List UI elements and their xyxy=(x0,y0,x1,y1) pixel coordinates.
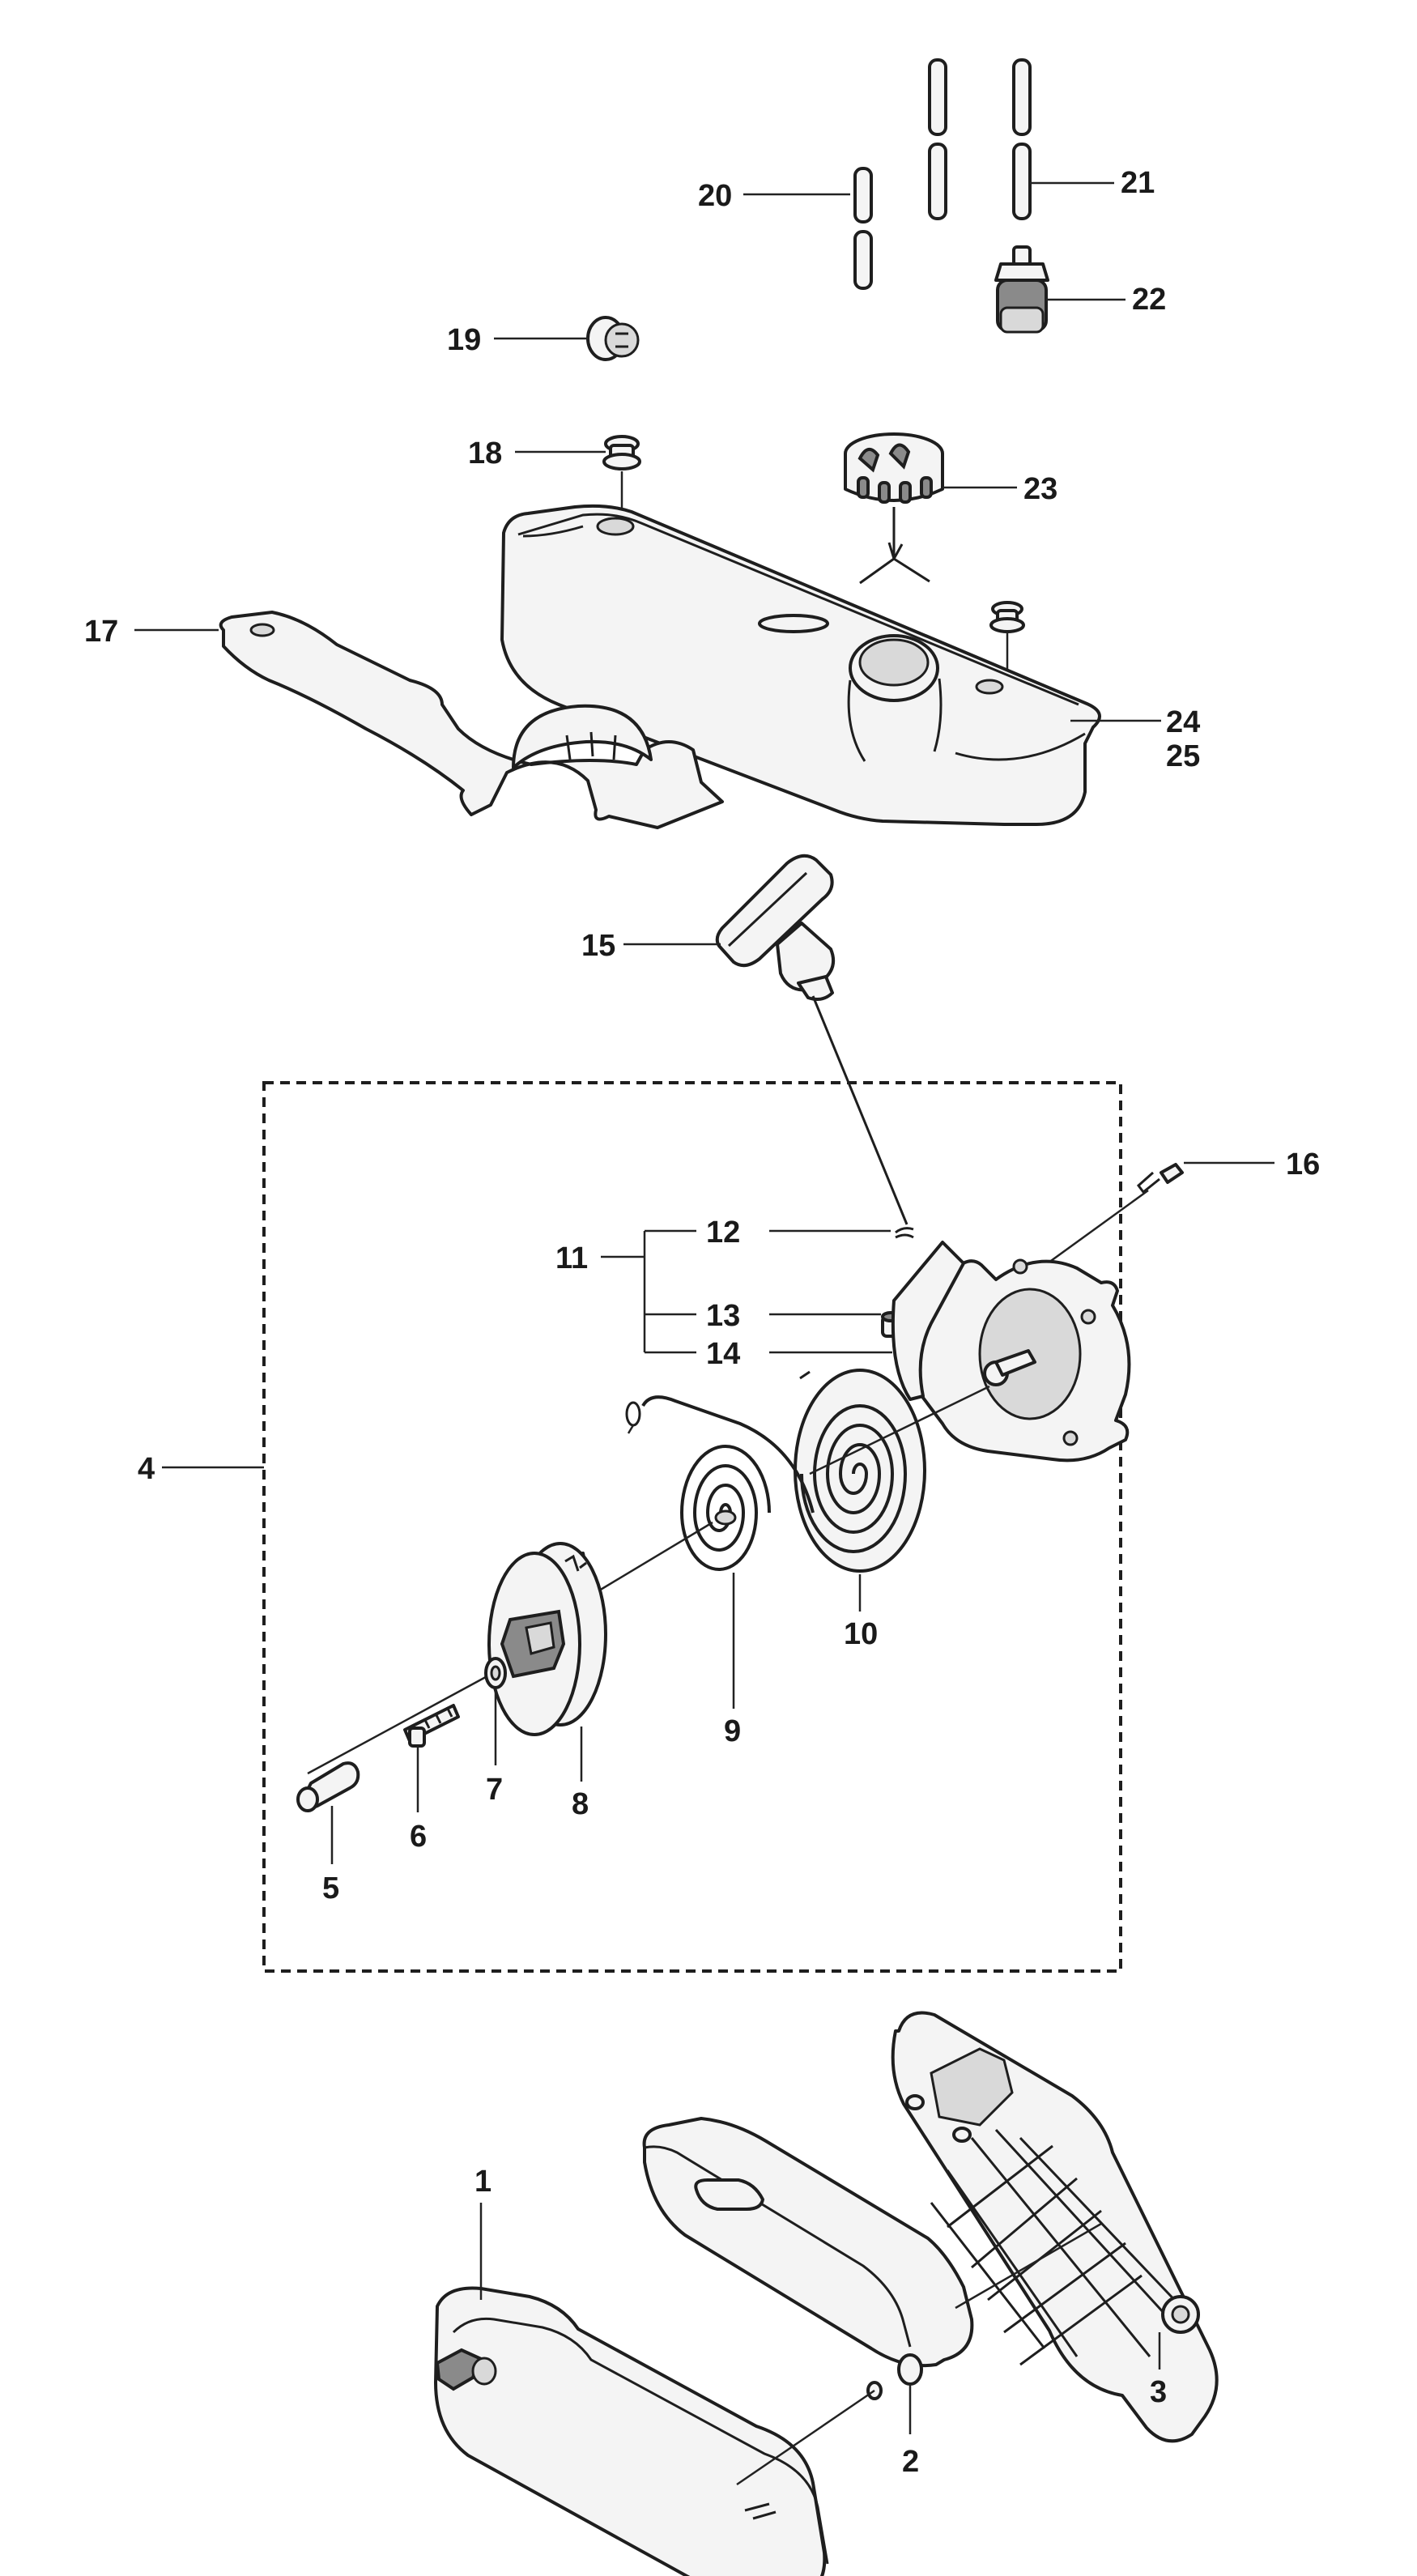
callout-20: 20 xyxy=(698,179,732,213)
valve-part-19[interactable] xyxy=(586,316,640,361)
callout-11: 11 xyxy=(555,1241,588,1275)
callout-13: 13 xyxy=(706,1299,740,1333)
filter-holder-part-3[interactable] xyxy=(891,2011,1219,2443)
callout-4: 4 xyxy=(138,1452,155,1486)
starter-rope-part-9[interactable] xyxy=(625,1395,815,1571)
callout-25: 25 xyxy=(1166,739,1200,773)
washer-part-7[interactable] xyxy=(484,1657,507,1689)
callout-7: 7 xyxy=(486,1773,503,1807)
callout-21: 21 xyxy=(1121,166,1155,200)
callout-17: 17 xyxy=(84,615,118,649)
callout-24: 24 xyxy=(1166,705,1200,739)
leader-lines xyxy=(134,181,1274,2434)
screw-part-6[interactable] xyxy=(403,1704,460,1748)
callout-23: 23 xyxy=(1023,472,1057,506)
starter-housing-part-14[interactable] xyxy=(891,1241,1131,1463)
grommet-tank-right[interactable] xyxy=(989,601,1025,669)
pulley-part-8[interactable] xyxy=(487,1542,607,1736)
callout-3: 3 xyxy=(1150,2375,1167,2409)
fuel-hose-part-20[interactable] xyxy=(853,167,873,290)
callout-10: 10 xyxy=(844,1617,878,1651)
callout-8: 8 xyxy=(572,1787,589,1821)
starter-assembly-box-part-4 xyxy=(262,1081,1122,1973)
callout-16: 16 xyxy=(1286,1147,1320,1182)
tank-bracket-part-17[interactable] xyxy=(219,611,724,829)
fuel-cap-part-23[interactable] xyxy=(844,432,944,585)
callout-labels: 20 21 22 19 18 23 24 25 17 15 16 12 11 1… xyxy=(84,166,1320,2479)
starter-handle-part-15[interactable] xyxy=(715,854,908,1225)
callout-6: 6 xyxy=(410,1820,427,1854)
callout-2: 2 xyxy=(902,2445,919,2479)
callout-15: 15 xyxy=(581,929,615,963)
pin-part-12[interactable] xyxy=(895,1227,914,1239)
fuel-filter-part-22[interactable] xyxy=(994,245,1049,334)
fuel-hose-part-center[interactable] xyxy=(928,58,947,220)
grommet-part-18[interactable] xyxy=(602,435,641,518)
air-filter-part-2[interactable] xyxy=(642,2117,1102,2400)
callout-14: 14 xyxy=(706,1337,740,1371)
bushing-part-13[interactable] xyxy=(881,1311,900,1338)
callout-22: 22 xyxy=(1132,283,1166,317)
callout-12: 12 xyxy=(706,1216,740,1250)
callout-5: 5 xyxy=(322,1871,339,1905)
fuel-hose-part-21[interactable] xyxy=(1012,58,1032,220)
callout-19: 19 xyxy=(447,323,481,357)
assembly-axis-line xyxy=(307,1385,990,1775)
callout-1: 1 xyxy=(474,2165,491,2199)
filter-cover-part-1[interactable] xyxy=(434,2286,875,2576)
fuel-tank-part-24-25[interactable] xyxy=(500,504,1101,826)
callout-9: 9 xyxy=(724,1714,741,1748)
sleeve-part-5[interactable] xyxy=(296,1761,360,1812)
callout-18: 18 xyxy=(468,436,502,470)
